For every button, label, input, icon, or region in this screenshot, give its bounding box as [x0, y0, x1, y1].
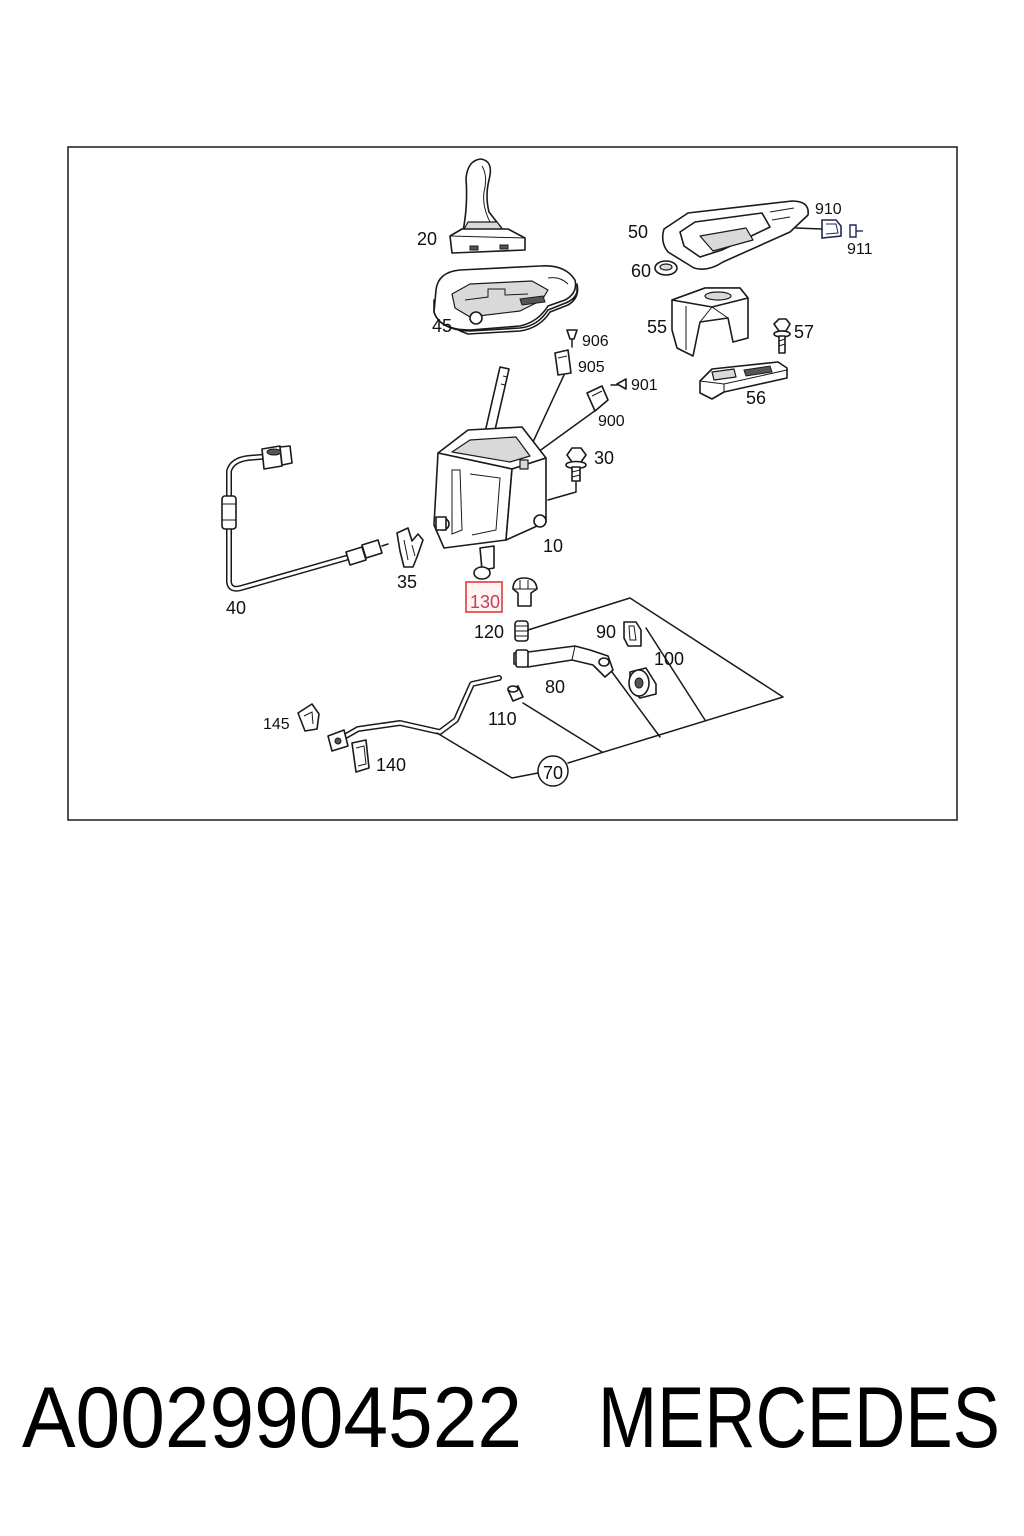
part-145-drawing	[297, 703, 320, 732]
part-60-drawing	[654, 260, 678, 276]
callout-906: 906	[582, 333, 609, 350]
callout-35: 35	[397, 572, 417, 592]
part-130-highlight	[465, 581, 503, 613]
part-900-drawing	[537, 385, 609, 453]
shift-rod-drawing	[327, 675, 502, 752]
part-20-drawing	[449, 158, 526, 254]
callout-50: 50	[628, 222, 648, 242]
part-911-drawing	[849, 224, 863, 238]
callout-70: 70	[543, 763, 563, 783]
callout-901: 901	[631, 377, 658, 394]
callout-20: 20	[417, 229, 437, 249]
callout-10: 10	[543, 536, 563, 556]
part-56-drawing	[699, 361, 788, 400]
part-90-drawing	[623, 621, 642, 647]
part-57-drawing	[773, 318, 791, 354]
callout-910: 910	[815, 201, 842, 218]
callout-80: 80	[545, 677, 565, 697]
part-10-drawing	[433, 366, 547, 580]
part-906-drawing	[566, 329, 578, 348]
diagram-frame	[67, 146, 958, 821]
callout-56: 56	[746, 388, 766, 408]
part-110-drawing	[507, 685, 524, 702]
callout-120: 120	[474, 622, 504, 642]
callout-130: 130	[470, 592, 500, 612]
brand-name: MERCEDES	[598, 1370, 1000, 1466]
callout-30: 30	[594, 448, 614, 468]
part-45-drawing	[433, 264, 579, 335]
part-40-drawing	[221, 445, 389, 592]
part-140-drawing	[351, 739, 370, 773]
callout-900: 900	[598, 413, 625, 430]
part-901-drawing	[610, 378, 627, 390]
callout-57: 57	[794, 322, 814, 342]
callout-911: 911	[847, 241, 873, 258]
part-120-drawing	[514, 620, 529, 642]
callout-40: 40	[226, 598, 246, 618]
part-100-drawing	[628, 667, 657, 699]
callout-45: 45	[432, 316, 452, 336]
callout-110: 110	[488, 709, 517, 729]
part-50-drawing	[661, 200, 823, 270]
group-70-leader-lines	[436, 597, 784, 787]
part-80-drawing	[513, 645, 614, 678]
footer: A0029904522 MERCEDES	[22, 1370, 1000, 1466]
part-number: A0029904522	[22, 1370, 522, 1466]
part-cap-drawing	[512, 577, 538, 607]
part-910-drawing	[821, 219, 842, 239]
callout-905: 905	[578, 359, 605, 376]
part-55-drawing	[671, 287, 749, 357]
callout-labels: 20 45 50 60 910 911 55 57 906 905 901 90…	[226, 201, 873, 783]
part-30-drawing	[547, 447, 587, 501]
part-35-drawing	[396, 527, 424, 568]
callout-145: 145	[263, 716, 290, 733]
part-905-drawing	[526, 349, 572, 456]
callout-90: 90	[596, 622, 616, 642]
callout-55: 55	[647, 317, 667, 337]
callout-100: 100	[654, 649, 684, 669]
callout-60: 60	[631, 261, 651, 281]
callout-140: 140	[376, 755, 406, 775]
group-70-circle	[537, 755, 569, 787]
